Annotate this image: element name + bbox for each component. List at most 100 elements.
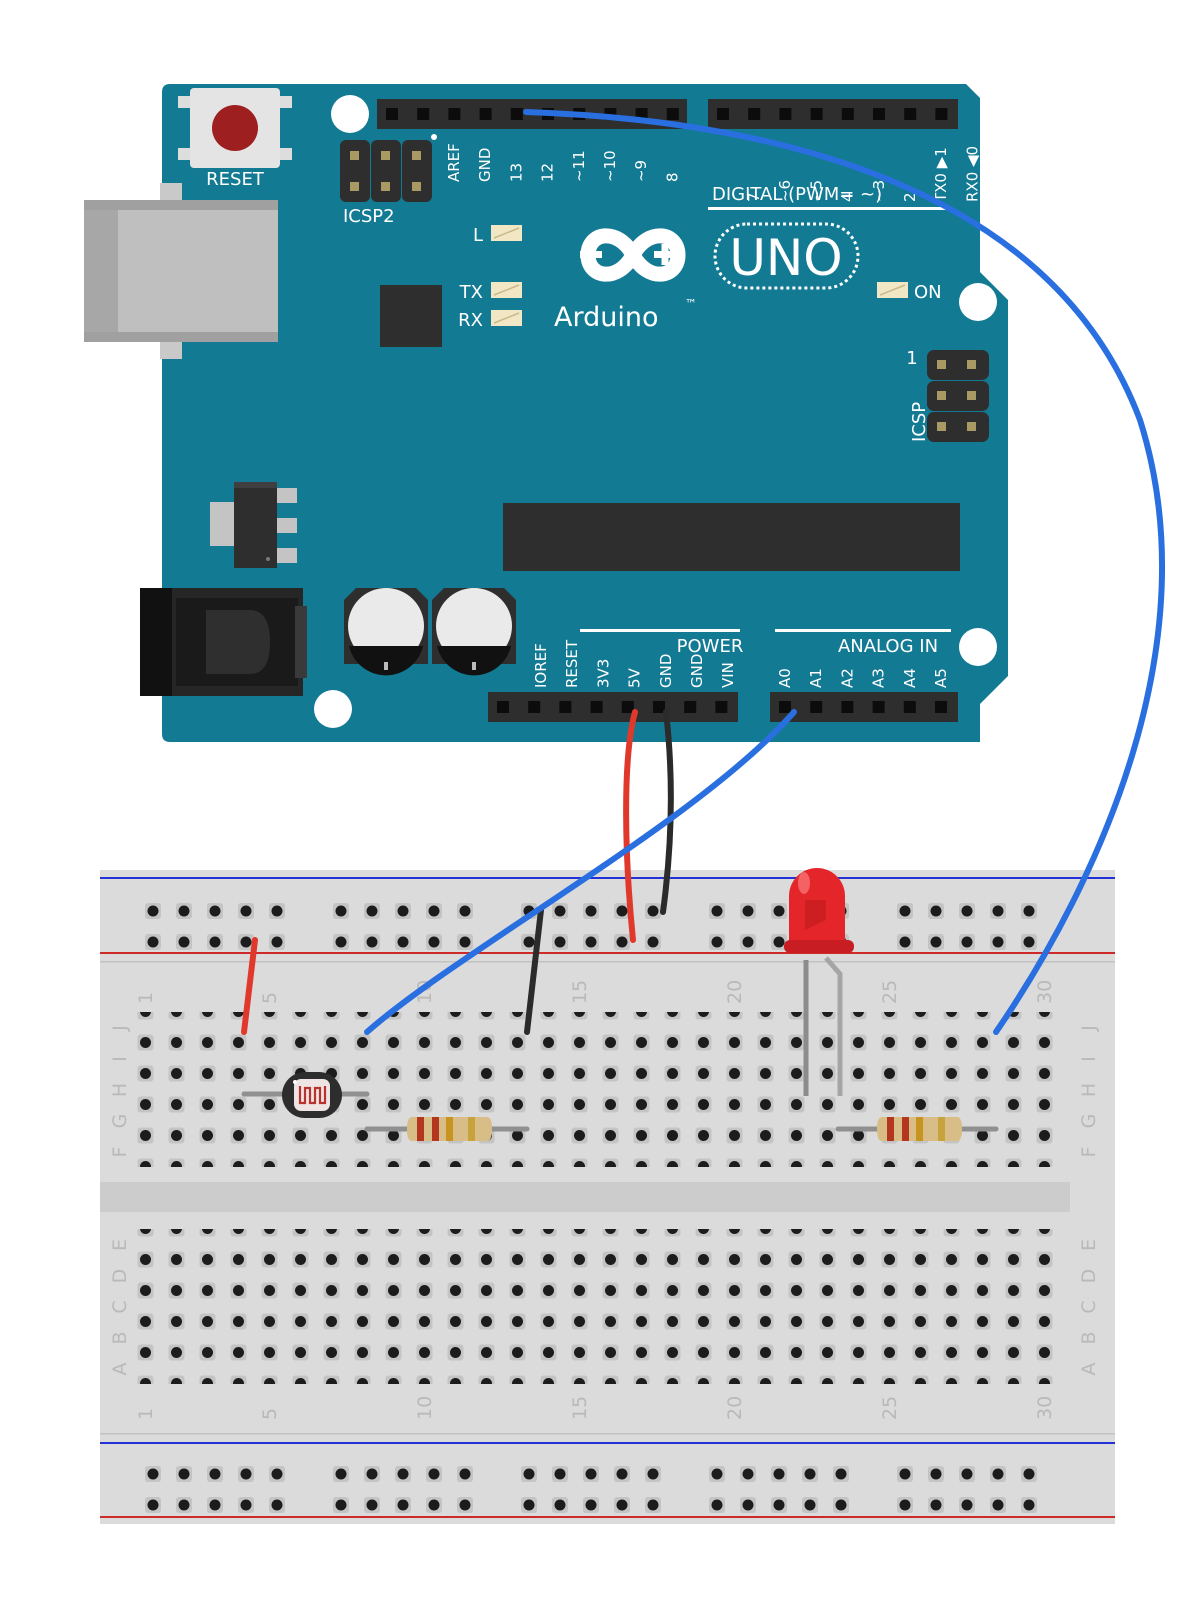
power-pin-label: RESET xyxy=(563,639,581,688)
digital-pin-label: ~11 xyxy=(570,150,588,182)
dc-power-jack xyxy=(140,588,307,696)
analog-header xyxy=(770,692,958,722)
row-letter-right: H xyxy=(1078,1083,1100,1097)
header-pin[interactable] xyxy=(510,108,523,120)
digital-pin-label: 12 xyxy=(539,163,557,182)
power-pin-label: 5V xyxy=(626,667,644,688)
digital-pin-label: 13 xyxy=(507,163,525,182)
usb-chip xyxy=(380,285,442,347)
header-pin[interactable] xyxy=(559,701,572,713)
row-letter-right: G xyxy=(1078,1114,1100,1129)
header-pin[interactable] xyxy=(935,108,948,120)
row-letter-right: F xyxy=(1078,1147,1100,1158)
analog-pin-label: A0 xyxy=(776,668,794,688)
column-number: 25 xyxy=(879,1396,901,1420)
header-pin[interactable] xyxy=(935,701,947,713)
header-pin[interactable] xyxy=(666,108,679,120)
header-pin[interactable] xyxy=(841,701,854,713)
column-number: 15 xyxy=(569,1396,591,1420)
column-number: 1 xyxy=(135,1408,157,1420)
header-pin[interactable] xyxy=(779,701,791,713)
trademark: ™ xyxy=(685,297,697,311)
row-letter-left: C xyxy=(109,1300,131,1313)
header-pin[interactable] xyxy=(528,701,541,713)
analog-pin-label: A2 xyxy=(838,668,856,688)
digital-pin-label: 2 xyxy=(901,192,919,202)
arduino-logo xyxy=(580,228,686,282)
header-pin[interactable] xyxy=(386,108,398,120)
blue-wire-pin13 xyxy=(523,109,1166,1035)
digital-pin-label: 7 xyxy=(745,192,763,202)
power-pin-label: 3V3 xyxy=(594,659,612,688)
header-pin[interactable] xyxy=(748,108,761,120)
header-pin[interactable] xyxy=(715,701,728,713)
row-letter-left: E xyxy=(109,1239,131,1251)
digital-pin-label: AREF xyxy=(445,143,463,182)
icsp-label: ICSP xyxy=(909,402,930,442)
arduino-uno-board: RESET ICSP2 L TX RX ON xyxy=(84,84,1008,742)
column-number: 10 xyxy=(414,1396,436,1420)
column-number: 30 xyxy=(1034,980,1056,1004)
power-caption: POWER xyxy=(677,636,744,657)
terminal-strip-top[interactable] xyxy=(130,1012,1060,1167)
header-pin[interactable] xyxy=(479,108,492,120)
row-letter-left: F xyxy=(109,1147,131,1158)
column-number: 20 xyxy=(724,1396,746,1420)
black-wire-rail xyxy=(524,907,544,1035)
red-led xyxy=(784,868,854,1096)
power-pin-label: VIN xyxy=(719,662,737,688)
header-pin[interactable] xyxy=(904,108,917,120)
header-pin[interactable] xyxy=(653,701,665,713)
arduino-logo-text: Arduino xyxy=(554,302,658,333)
led-l-label: L xyxy=(473,225,483,246)
mounting-hole xyxy=(314,690,352,728)
digital-pin-label: GND xyxy=(476,148,494,182)
led-tx-label: TX xyxy=(459,282,483,303)
column-number: 5 xyxy=(259,1408,281,1420)
red-wire-5v xyxy=(623,709,638,943)
led-rx-label: RX xyxy=(458,310,483,331)
row-letter-left: A xyxy=(109,1363,131,1376)
reset-button[interactable] xyxy=(178,88,292,168)
header-pin[interactable] xyxy=(448,108,461,120)
mounting-hole xyxy=(959,283,997,321)
column-number: 5 xyxy=(259,992,281,1004)
header-pin[interactable] xyxy=(417,108,430,120)
digital-caption: DIGITAL (PWM= xyxy=(712,184,854,205)
digital-pin-label: ~5 xyxy=(807,180,825,202)
header-pin[interactable] xyxy=(873,108,885,120)
resistor xyxy=(835,1117,999,1141)
wires xyxy=(241,109,1166,1035)
header-pin[interactable] xyxy=(621,701,634,713)
header-pin[interactable] xyxy=(810,108,823,120)
row-letter-right: I xyxy=(1078,1056,1100,1062)
row-letter-right: D xyxy=(1078,1269,1100,1284)
digital-header-low xyxy=(708,99,958,129)
microcontroller-chip xyxy=(503,503,960,571)
status-leds xyxy=(491,225,908,326)
rail-line-negative xyxy=(100,877,1115,879)
icsp-header xyxy=(927,350,989,442)
header-pin[interactable] xyxy=(779,108,792,120)
header-pin[interactable] xyxy=(841,108,854,120)
column-number: 30 xyxy=(1034,1396,1056,1420)
digital-pin-label: ~6 xyxy=(776,180,794,202)
header-pin[interactable] xyxy=(903,701,916,713)
terminal-strip-bottom[interactable] xyxy=(130,1229,1060,1384)
header-pin[interactable] xyxy=(590,701,603,713)
header-pin[interactable] xyxy=(810,701,823,713)
power-pin-label: GND xyxy=(657,654,675,688)
analog-pin-label: A5 xyxy=(932,668,950,688)
digital-pin-label: ~9 xyxy=(632,160,650,182)
header-pin[interactable] xyxy=(717,108,729,120)
icsp2-label: ICSP2 xyxy=(343,206,395,227)
column-number: 25 xyxy=(879,980,901,1004)
header-pin[interactable] xyxy=(684,701,697,713)
analog-pin-label: A1 xyxy=(807,668,825,688)
icsp-pin1-label: 1 xyxy=(906,348,917,369)
voltage-regulator xyxy=(210,482,297,568)
header-pin[interactable] xyxy=(497,701,509,713)
row-letter-left: H xyxy=(109,1083,131,1097)
header-pin[interactable] xyxy=(872,701,885,713)
